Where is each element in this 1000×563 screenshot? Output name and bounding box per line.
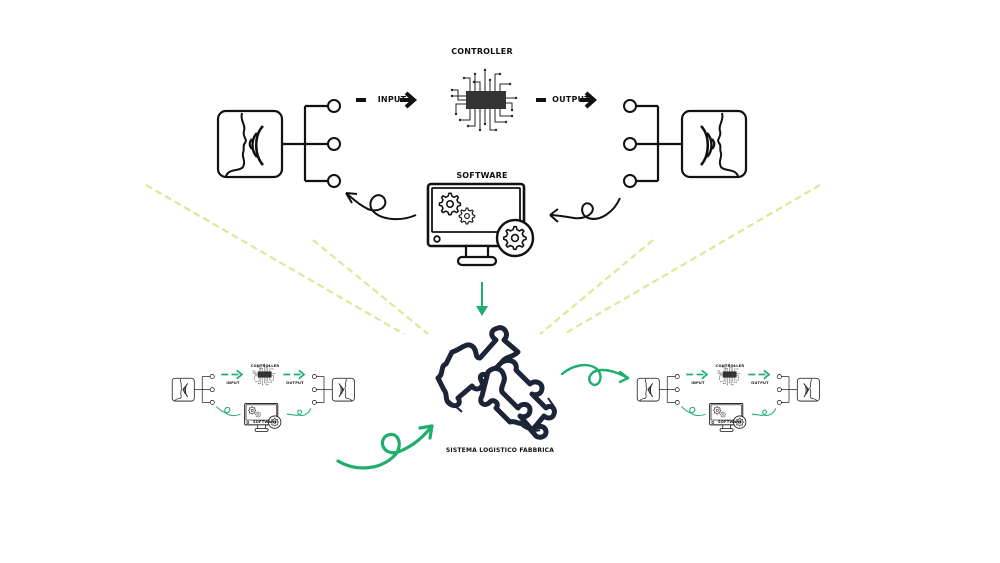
microchip-icon [450,68,518,132]
mini-right-output-label: OUTPUT [751,381,769,385]
mini-left-software-label: SOFTWARE [253,420,277,424]
mini-left-input-label: INPUT [226,381,240,385]
arrowhead-icon [418,424,434,440]
software-label: SOFTWARE [456,171,508,180]
light-rays [145,184,821,335]
input-node [327,174,341,188]
mini-left-output-label: OUTPUT [286,381,304,385]
input-node [327,137,341,151]
arrowhead-icon [345,192,358,204]
input-connectors [282,104,328,183]
mini-left-controller-label: CONTROLLER [250,364,280,368]
mini-right-software-label: SOFTWARE [718,420,742,424]
main-diagram [216,68,748,316]
speaking-head-icon [216,109,284,179]
computer-gears-icon [428,184,533,265]
output-node [623,174,637,188]
output-label: OUTPUT [552,95,590,104]
arrowhead-icon [549,208,559,223]
arrowhead-icon [476,306,488,316]
mini-right-controller-label: CONTROLLER [715,364,745,368]
puzzle-shading [445,397,557,432]
controller-label: CONTROLLER [451,47,513,56]
output-node [623,137,637,151]
output-node [623,99,637,113]
ray-right-inner [539,239,654,335]
input-node [327,99,341,113]
ray-left-inner [312,239,429,335]
curly-arrow-icon [336,424,434,470]
curly-arrow-icon [560,363,630,387]
input-label: INPUT [377,95,407,104]
output-connectors [636,104,682,183]
curly-arrow-icon [549,197,621,220]
puzzle-label: SISTEMA LOGISTICO FABBRICA [445,447,555,454]
ray-right-outer [563,184,821,335]
curly-arrow-icon [345,192,417,221]
speaking-head-icon [680,109,748,179]
arrowhead-icon [618,370,630,384]
puzzle-icon [435,325,557,440]
mini-right-input-label: INPUT [691,381,705,385]
ray-left-outer [145,184,405,335]
mini-diagram-right [637,364,819,432]
mini-diagram-left [172,364,354,432]
